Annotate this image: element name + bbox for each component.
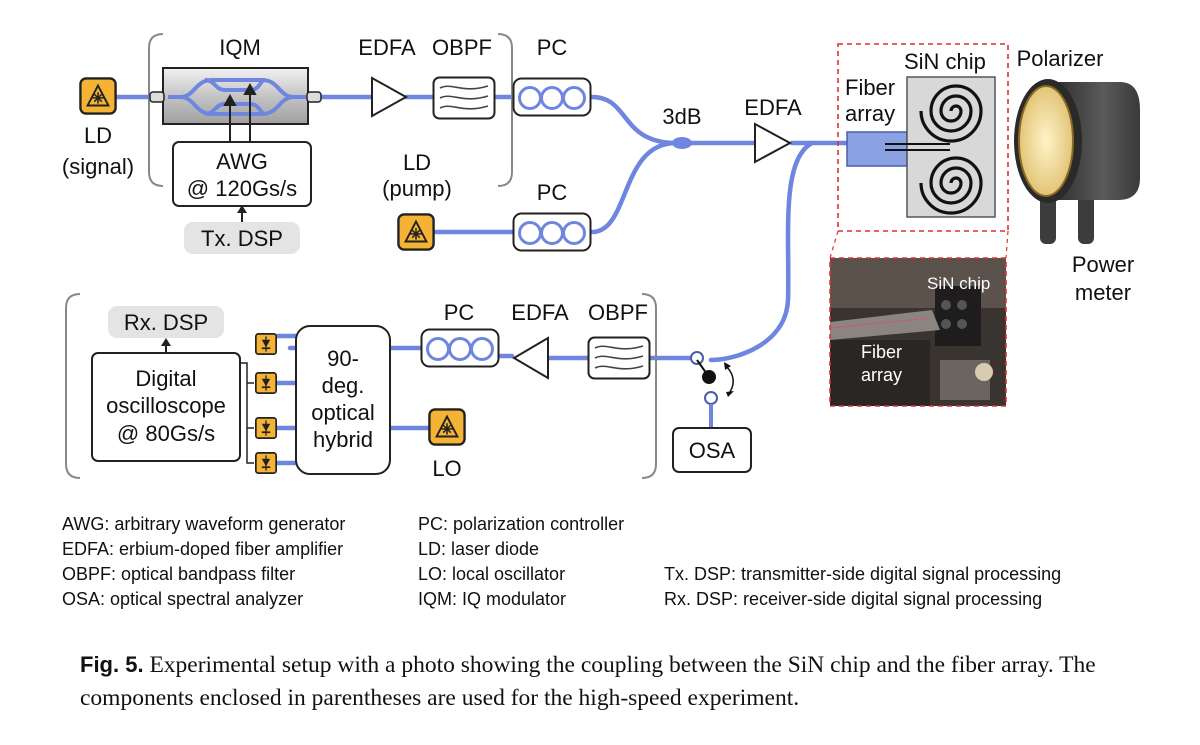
photodiode-2-icon (255, 372, 277, 394)
pd-to-scope-wires (240, 362, 254, 464)
chip-dashed-box (837, 43, 1009, 232)
tx-dsp-box (184, 222, 300, 254)
pc-2-label: PC (537, 180, 568, 205)
rx-dsp-label: Rx. DSP (124, 310, 208, 335)
ld-signal-sublabel: (signal) (62, 154, 134, 179)
oscilloscope-rate-label: @ 80Gs/s (117, 421, 215, 446)
photo-connector-left (829, 230, 839, 259)
photo-connector-right (1005, 230, 1009, 259)
pc-1-label: PC (537, 35, 568, 60)
edfa-2-label: EDFA (744, 95, 802, 120)
lo-icon (428, 408, 466, 446)
polarizer-label: Polarizer (1017, 46, 1104, 71)
obpf-1-filter (432, 76, 496, 120)
tx-bracket-right (497, 33, 513, 187)
rx-dsp-arrow (161, 338, 171, 353)
ld-pump-label: LD (403, 150, 431, 175)
pc-2-controller (512, 212, 592, 252)
hybrid-label-2: deg. (322, 373, 365, 398)
legend-item: OSA: optical spectral analyzer (62, 589, 303, 609)
polarizer-power-meter (1014, 79, 1140, 244)
photo-sin-chip-label: SiN chip (927, 274, 990, 293)
awg-label: AWG (216, 149, 268, 174)
coupling-photo (829, 257, 1007, 407)
edfa-1-label: EDFA (358, 35, 416, 60)
hybrid-label-4: hybrid (313, 427, 373, 452)
legend-item: LO: local oscillator (418, 564, 565, 584)
edfa-3-amplifier (512, 336, 549, 380)
edfa-3-label: EDFA (511, 300, 569, 325)
legend-item: PC: polarization controller (418, 514, 624, 534)
oscilloscope-box (91, 352, 241, 462)
tx-bracket-left (148, 33, 164, 187)
legend-item: IQM: IQ modulator (418, 589, 566, 609)
ld-signal-icon (79, 77, 117, 115)
oscilloscope-label-2: oscilloscope (106, 393, 226, 418)
pc-3-controller (420, 328, 500, 368)
legend-item: Rx. DSP: receiver-side digital signal pr… (664, 589, 1042, 609)
sin-chip (885, 76, 996, 218)
legend-item: LD: laser diode (418, 539, 539, 559)
legend: AWG: arbitrary waveform generator EDFA: … (62, 514, 1061, 609)
coupler-3db (672, 137, 692, 149)
edfa-1-amplifier (371, 76, 409, 118)
photo-array-label: array (861, 365, 902, 385)
legend-item: OBPF: optical bandpass filter (62, 564, 295, 584)
fiber-array-label-2: array (845, 101, 895, 126)
legend-item: Tx. DSP: transmitter-side digital signal… (664, 564, 1061, 584)
awg-to-iqm-arrows (223, 82, 257, 142)
ld-pump-sublabel: (pump) (382, 176, 452, 201)
coupler-label: 3dB (662, 104, 701, 129)
legend-item: AWG: arbitrary waveform generator (62, 514, 345, 534)
osa-label: OSA (689, 438, 736, 463)
figure-caption-text: Experimental setup with a photo showing … (80, 652, 1096, 711)
photodiode-3-icon (255, 417, 277, 439)
legend-item: EDFA: erbium-doped fiber amplifier (62, 539, 343, 559)
pc-3-label: PC (444, 300, 475, 325)
hybrid-label-1: 90- (327, 346, 359, 371)
figure-label: Fig. 5. (80, 652, 144, 677)
edfa-2-amplifier (754, 122, 793, 164)
fiber-array-label-1: Fiber (845, 75, 895, 100)
pc-1-controller (512, 77, 592, 117)
power-meter-label-1: Power (1072, 252, 1134, 277)
tx-dsp-arrow (237, 205, 247, 222)
awg-rate-label: @ 120Gs/s (187, 176, 297, 201)
rx-dsp-box (108, 306, 224, 338)
tx-dsp-label: Tx. DSP (201, 226, 283, 251)
obpf-2-label: OBPF (588, 300, 648, 325)
power-meter-label-2: meter (1075, 280, 1131, 305)
obpf-1-label: OBPF (432, 35, 492, 60)
photodiode-1-icon (255, 333, 277, 355)
iqm-modulator (149, 67, 322, 125)
hybrid-label-3: optical (311, 400, 375, 425)
optical-switch (690, 351, 734, 428)
osa-box (672, 427, 752, 473)
rx-bracket-left (65, 293, 81, 479)
ld-signal-label: LD (84, 123, 112, 148)
photo-fiber-label: Fiber (861, 342, 902, 362)
figure-caption: Fig. 5. Experimental setup with a photo … (80, 648, 1160, 715)
rx-bracket-right (641, 293, 657, 479)
iqm-label: IQM (219, 35, 261, 60)
optical-hybrid-box (295, 325, 391, 475)
obpf-2-filter (587, 336, 651, 380)
sin-chip-label: SiN chip (904, 49, 986, 74)
oscilloscope-label-1: Digital (135, 366, 196, 391)
photodiode-4-icon (255, 452, 277, 474)
lo-label: LO (432, 456, 461, 481)
ld-pump-icon (397, 213, 435, 251)
